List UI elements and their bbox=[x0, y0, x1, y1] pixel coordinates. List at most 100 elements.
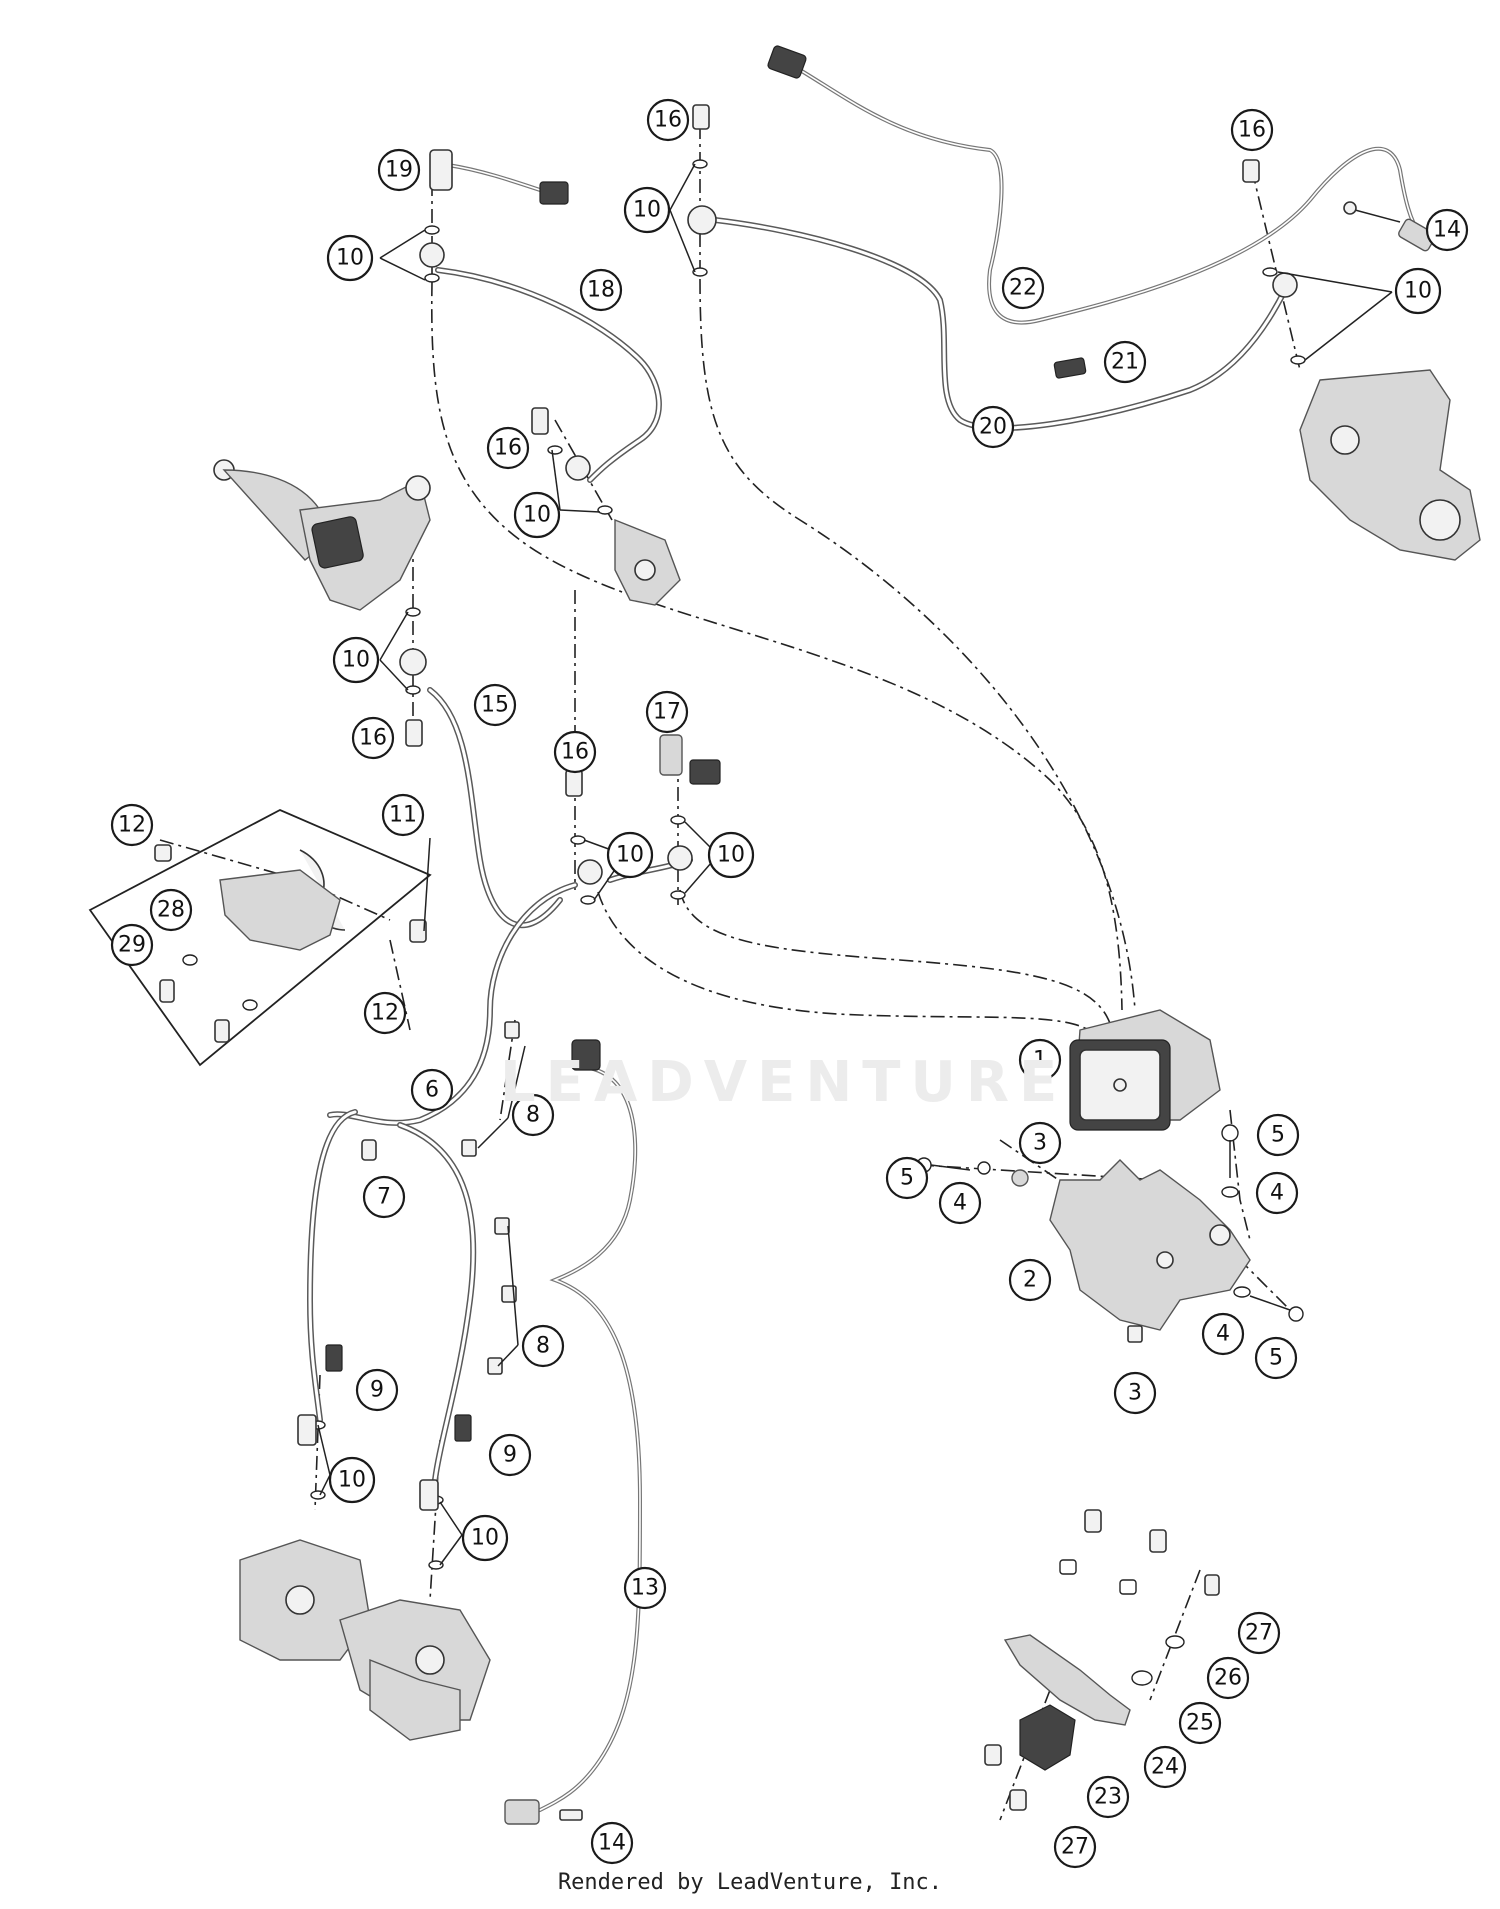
svg-text:20: 20 bbox=[979, 415, 1007, 440]
callout-5: 5 bbox=[885, 1156, 929, 1200]
svg-text:19: 19 bbox=[385, 158, 413, 183]
svg-text:27: 27 bbox=[1245, 1621, 1273, 1646]
callout-12: 12 bbox=[363, 991, 407, 1035]
hose-clips-8 bbox=[461, 1021, 520, 1375]
callout-10: 10 bbox=[707, 831, 755, 879]
callout-19: 19 bbox=[377, 148, 421, 192]
callout-10: 10 bbox=[326, 234, 374, 282]
callout-5: 5 bbox=[1256, 1113, 1300, 1157]
svg-text:15: 15 bbox=[481, 693, 509, 718]
svg-text:14: 14 bbox=[1433, 218, 1461, 243]
svg-text:4: 4 bbox=[1216, 1322, 1230, 1347]
svg-text:10: 10 bbox=[523, 503, 551, 528]
svg-text:7: 7 bbox=[377, 1185, 391, 1210]
svg-text:25: 25 bbox=[1186, 1711, 1214, 1736]
svg-text:8: 8 bbox=[526, 1103, 540, 1128]
callout-10: 10 bbox=[332, 636, 380, 684]
footer-credit: Rendered by LeadVenture, Inc. bbox=[557, 1870, 943, 1895]
svg-text:16: 16 bbox=[654, 108, 682, 133]
banjo-fittings bbox=[399, 205, 1298, 885]
callout-22: 22 bbox=[1001, 266, 1045, 310]
callout-27: 27 bbox=[1237, 1611, 1281, 1655]
svg-text:10: 10 bbox=[717, 843, 745, 868]
rear-wheel-speed-sensor bbox=[1343, 201, 1436, 252]
callout-2: 2 bbox=[1008, 1258, 1052, 1302]
svg-text:10: 10 bbox=[633, 198, 661, 223]
callout-16: 16 bbox=[646, 98, 690, 142]
abs-mounting-bracket bbox=[1049, 1159, 1251, 1331]
callout-11: 11 bbox=[381, 793, 425, 837]
callout-6: 6 bbox=[410, 1068, 454, 1112]
svg-text:10: 10 bbox=[336, 246, 364, 271]
callout-3: 3 bbox=[1113, 1371, 1157, 1415]
svg-text:27: 27 bbox=[1061, 1835, 1089, 1860]
callout-17: 17 bbox=[645, 690, 689, 734]
callout-5: 5 bbox=[1254, 1336, 1298, 1380]
callout-10: 10 bbox=[606, 831, 654, 879]
sensor-bracket-assembly bbox=[984, 1509, 1220, 1811]
callout-15: 15 bbox=[473, 683, 517, 727]
svg-text:23: 23 bbox=[1094, 1785, 1122, 1810]
svg-text:14: 14 bbox=[598, 1831, 626, 1856]
callout-16: 16 bbox=[553, 730, 597, 774]
callout-29: 29 bbox=[110, 923, 154, 967]
callout-12: 12 bbox=[110, 803, 154, 847]
callout-25: 25 bbox=[1178, 1701, 1222, 1745]
svg-text:26: 26 bbox=[1214, 1666, 1242, 1691]
svg-text:12: 12 bbox=[371, 1001, 399, 1026]
callout-8: 8 bbox=[511, 1093, 555, 1137]
hose-clamp-kit bbox=[88, 809, 432, 1067]
front-wheel-speed-sensor bbox=[504, 1799, 583, 1825]
svg-text:4: 4 bbox=[1270, 1181, 1284, 1206]
svg-text:17: 17 bbox=[653, 700, 681, 725]
rear-brake-caliper bbox=[1299, 369, 1481, 561]
svg-text:22: 22 bbox=[1009, 276, 1037, 301]
callout-1: 1 bbox=[1018, 1038, 1062, 1082]
svg-text:12: 12 bbox=[118, 813, 146, 838]
abs-hydraulic-unit bbox=[1069, 1009, 1221, 1131]
svg-text:3: 3 bbox=[1033, 1131, 1047, 1156]
callout-21: 21 bbox=[1103, 340, 1147, 384]
callout-14: 14 bbox=[1425, 208, 1469, 252]
svg-text:18: 18 bbox=[587, 278, 615, 303]
svg-text:5: 5 bbox=[900, 1166, 914, 1191]
callout-28: 28 bbox=[149, 888, 193, 932]
rear-sensor-connector bbox=[767, 45, 807, 79]
callout-27: 27 bbox=[1053, 1825, 1097, 1869]
svg-text:16: 16 bbox=[494, 436, 522, 461]
callout-23: 23 bbox=[1086, 1775, 1130, 1819]
svg-text:13: 13 bbox=[631, 1576, 659, 1601]
sensor-wires bbox=[446, 68, 1422, 1812]
front-brake-master-cylinder bbox=[213, 459, 431, 611]
svg-text:9: 9 bbox=[503, 1443, 517, 1468]
callout-13: 13 bbox=[623, 1566, 667, 1610]
bolt-7 bbox=[361, 1139, 377, 1161]
callout-4: 4 bbox=[1255, 1171, 1299, 1215]
callout-18: 18 bbox=[579, 268, 623, 312]
callout-10: 10 bbox=[623, 186, 671, 234]
callout-16: 16 bbox=[486, 426, 530, 470]
svg-text:3: 3 bbox=[1128, 1381, 1142, 1406]
svg-text:6: 6 bbox=[425, 1078, 439, 1103]
svg-text:8: 8 bbox=[536, 1334, 550, 1359]
hose-fittings-9 bbox=[297, 1344, 472, 1511]
callout-20: 20 bbox=[971, 405, 1015, 449]
svg-text:10: 10 bbox=[342, 648, 370, 673]
callout-24: 24 bbox=[1143, 1745, 1187, 1789]
abs-sensor-connector bbox=[571, 1039, 601, 1071]
sealing-washers bbox=[310, 159, 1306, 1570]
banjo-bolts bbox=[405, 104, 1260, 797]
svg-text:9: 9 bbox=[370, 1378, 384, 1403]
callout-8: 8 bbox=[521, 1324, 565, 1368]
svg-text:5: 5 bbox=[1271, 1123, 1285, 1148]
svg-text:10: 10 bbox=[471, 1526, 499, 1551]
callout-10: 10 bbox=[328, 1456, 376, 1504]
callout-26: 26 bbox=[1206, 1656, 1250, 1700]
hose-clip-21 bbox=[1053, 357, 1087, 379]
svg-text:10: 10 bbox=[338, 1468, 366, 1493]
callout-bubbles: 1 2 3 3 4 4 4 5 5 5 6 7 8 8 9 9 10 10 10… bbox=[110, 98, 1469, 1869]
svg-text:5: 5 bbox=[1269, 1346, 1283, 1371]
svg-text:2: 2 bbox=[1023, 1268, 1037, 1293]
svg-text:4: 4 bbox=[953, 1191, 967, 1216]
callout-4: 4 bbox=[938, 1181, 982, 1225]
